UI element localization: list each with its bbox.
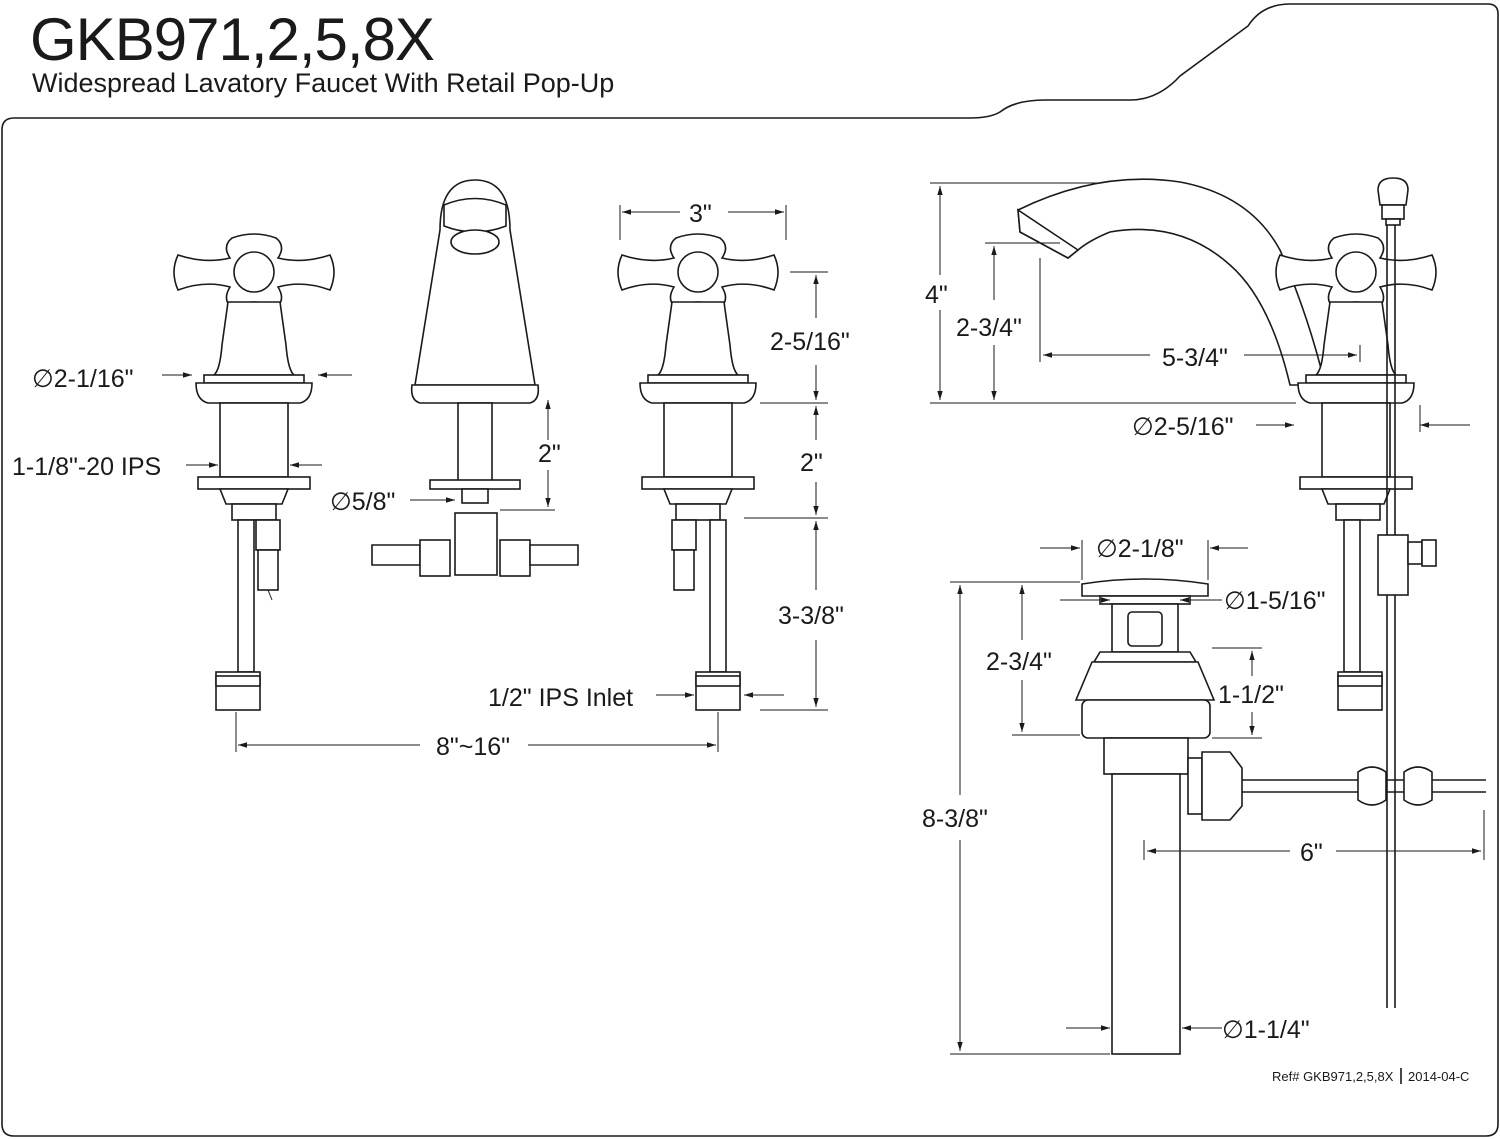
dim-spout-clearance: 2-3/4": [956, 314, 1022, 342]
dim-spout-shank-len: 2": [538, 440, 561, 468]
dim-handle-supply-len: 3-3/8": [778, 602, 844, 630]
side-view: [1017, 177, 1437, 1008]
dim-drain-total-len: 8-3/8": [922, 805, 988, 833]
dim-inlet: 1/2" IPS Inlet: [488, 684, 633, 712]
popup-drain: [1074, 578, 1486, 1055]
page-title: GKB971,2,5,8X: [30, 6, 434, 73]
dim-handle-dia: ∅2-1/16": [32, 365, 134, 393]
dim-drain-stem-dia: ∅1-5/16": [1224, 587, 1326, 615]
dim-spout-shank-dia: ∅5/8": [330, 488, 395, 516]
dim-handle-shank-len: 2": [800, 449, 823, 477]
dimension-lines: [162, 182, 1485, 1084]
dim-pivot-rod-len: 6": [1300, 839, 1323, 867]
dim-handle-height: 2-5/16": [770, 328, 850, 356]
page-subtitle: Widespread Lavatory Faucet With Retail P…: [32, 68, 614, 98]
drawing-frame: [1, 3, 1499, 1137]
dim-spread: 8"~16": [436, 733, 510, 761]
dim-drain-flange-height: 1-1/2": [1218, 681, 1284, 709]
dim-drain-upper-height: 2-3/4": [986, 648, 1052, 676]
dim-base-dia: ∅2-5/16": [1132, 413, 1234, 441]
spout-icon: [414, 179, 536, 386]
dim-side-height: 4": [925, 281, 948, 309]
footer-revision: 2014-04-C: [1408, 1069, 1469, 1084]
drain-cap-icon: [1081, 578, 1209, 597]
dim-tailpiece-dia: ∅1-1/4": [1222, 1016, 1310, 1044]
footer-ref: Ref# GKB971,2,5,8X: [1272, 1069, 1394, 1084]
left-handle-view: [173, 233, 335, 711]
spout-front-view: [371, 179, 579, 577]
lift-rod-knob-icon: [1377, 177, 1409, 206]
dim-handle-width: 3": [689, 200, 712, 228]
right-handle-view: [617, 233, 779, 711]
dim-handle-thread: 1-1/8"-20 IPS: [12, 453, 161, 481]
dim-drain-cap-dia: ∅2-1/8": [1096, 535, 1184, 563]
dim-spout-reach: 5-3/4": [1162, 344, 1228, 372]
